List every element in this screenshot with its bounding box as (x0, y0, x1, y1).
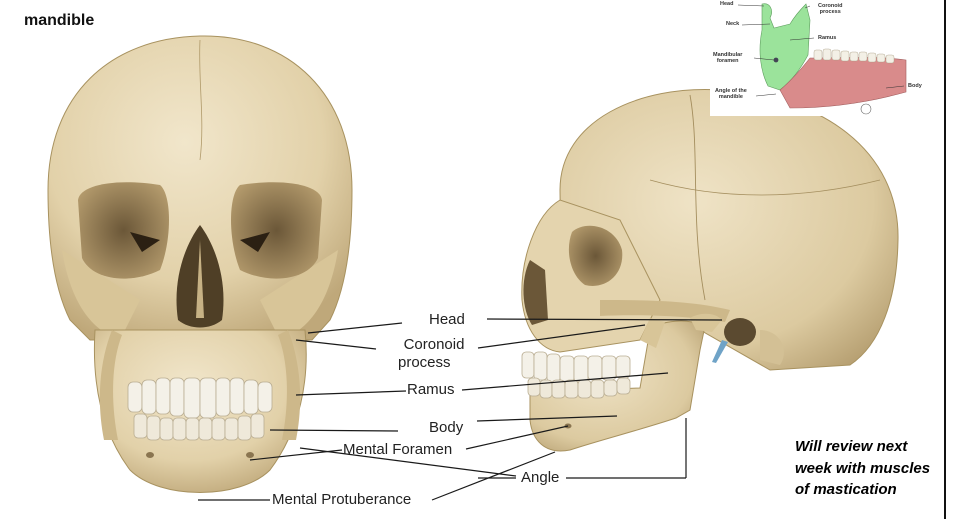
inset-diagram-graphic (737, 3, 907, 115)
inset-label-head: Head (720, 1, 734, 7)
inset-label-foramen: Mandibular foramen (713, 52, 742, 64)
label-body: Body (429, 419, 464, 436)
inset-label-angle-line2: mandible (718, 94, 743, 100)
inset-label-coronoid-line1: Coronoid (818, 3, 843, 9)
label-ramus: Ramus (407, 381, 455, 398)
inset-label-angle: Angle of the mandible (715, 88, 747, 100)
slide-edge-bar (944, 0, 946, 519)
front-skull (47, 35, 353, 493)
label-coronoid-process: Coronoid process (398, 336, 470, 372)
inset-label-angle-line1: Angle of the (715, 88, 747, 94)
inset-label-foramen-line2: foramen (716, 58, 739, 64)
inset-label-coronoid: Coronoid process (818, 3, 842, 15)
slide-title: mandible (24, 12, 95, 29)
inset-label-neck: Neck (726, 21, 740, 27)
label-coronoid-line1: Coronoid (403, 336, 465, 353)
inset-label-body: Body (908, 83, 922, 89)
lateral-skull (521, 89, 899, 452)
inset-label-coronoid-line2: process (819, 9, 841, 15)
label-coronoid-line2: process (398, 354, 451, 371)
inset-label-foramen-line1: Mandibular (713, 52, 743, 58)
review-note: Will review next week with muscles of ma… (795, 438, 931, 498)
label-head: Head (429, 311, 465, 328)
inset-mandible-diagram: Head Neck Coronoid process Ramus Mandibu… (710, 0, 942, 116)
inset-label-ramus: Ramus (818, 35, 837, 41)
label-mental-foramen: Mental Foramen (343, 441, 453, 458)
label-mental-protuberance: Mental Protuberance (272, 491, 412, 508)
leader-lines (198, 318, 723, 501)
label-angle: Angle (521, 469, 560, 486)
